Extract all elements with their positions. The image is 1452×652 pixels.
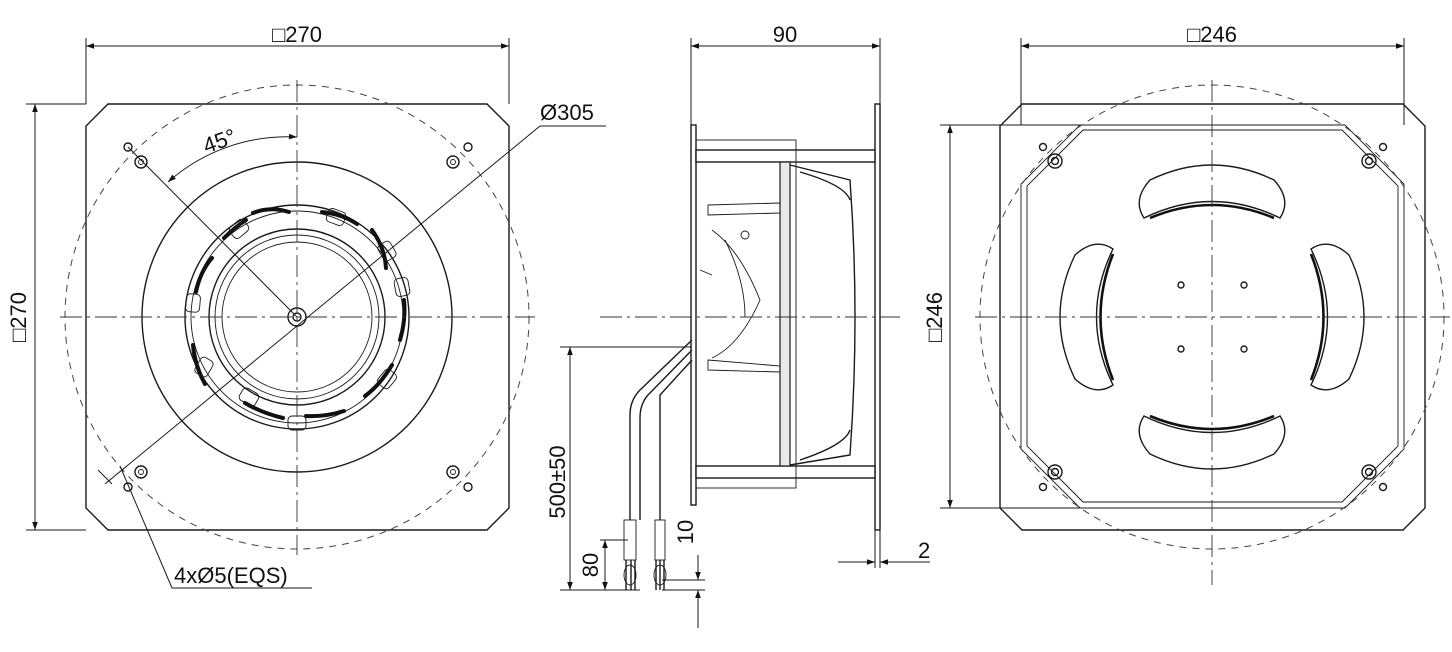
back-width-label: □246 [1187, 22, 1237, 47]
back-small-holes [1177, 281, 1248, 353]
side-cable-length-label: 500±50 [545, 445, 570, 518]
side-flange-right [874, 103, 881, 531]
back-inner-plate [1020, 124, 1405, 509]
back-mounting-holes [1038, 142, 1388, 492]
side-cables [623, 339, 693, 590]
front-holes-label: 4xØ5(EQS) [174, 563, 288, 588]
side-flange-thickness-label: 2 [918, 538, 930, 563]
back-height-label: □246 [922, 292, 947, 342]
front-width-label: □270 [272, 22, 322, 47]
side-view: 90 500±50 80 10 2 [545, 22, 930, 628]
side-depth-label: 90 [773, 22, 797, 47]
back-view: □246 □246 [922, 22, 1450, 585]
side-flange-left [690, 124, 697, 506]
side-strip-length-label: 80 [578, 553, 603, 577]
front-view: □270 □270 Ø305 45° 4xØ5(EQS) [6, 22, 606, 589]
back-vent-openings [1059, 164, 1365, 470]
side-wire-end-label: 10 [673, 520, 698, 544]
front-height-label: □270 [6, 292, 31, 342]
front-diameter-label: Ø305 [540, 100, 594, 125]
front-impeller-pockets [185, 208, 411, 431]
